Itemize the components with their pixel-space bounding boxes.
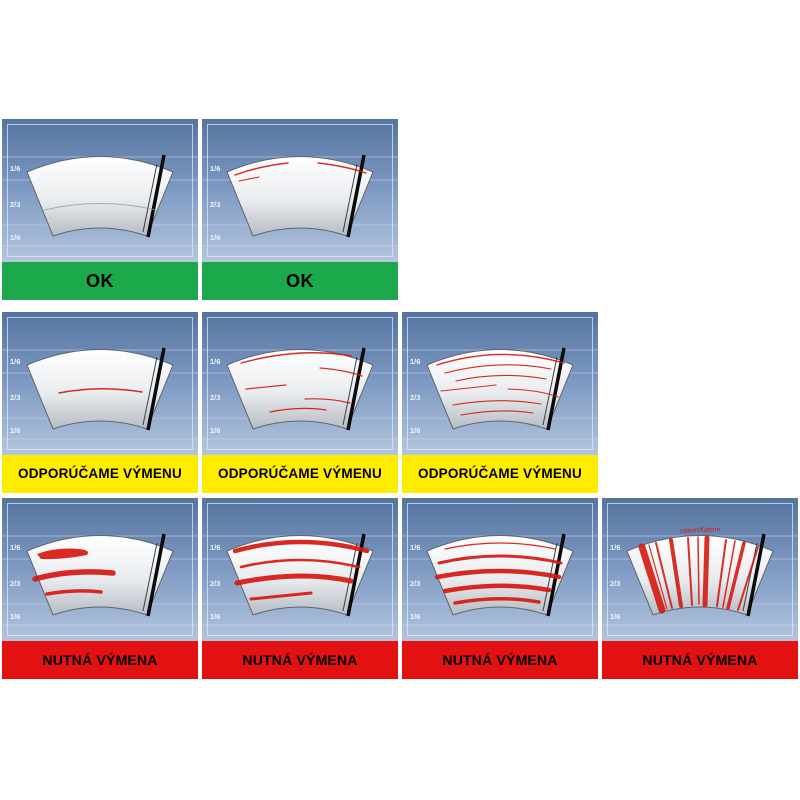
scale-labels: 1/6 2/3 1/6: [10, 357, 20, 435]
wiper-condition-panel: 1/6 2/3 1/6 OK: [2, 119, 198, 300]
wiper-condition-panel: 1/6 2/3 1/6: [402, 498, 598, 679]
wiper-diagram: 1/6 2/3 1/6: [2, 119, 198, 262]
streak-marks: [43, 203, 157, 211]
inset-frame: [7, 503, 193, 636]
wiper-condition-panel: 1/6 2/3 1/6: [202, 312, 398, 493]
scale-label: 2/3: [10, 393, 20, 402]
wiper-diagram: 1/6 2/3 1/6: [202, 312, 398, 455]
scale-label: 1/6: [210, 612, 220, 621]
windshield-arc: [226, 156, 374, 237]
scale-label: 1/6: [10, 426, 20, 435]
scale-label: 2/3: [410, 393, 420, 402]
status-label: NUTNÁ VÝMENA: [202, 641, 398, 679]
wiper-condition-panel: 1/6 2/3 1/6: [202, 498, 398, 679]
wiper-diagram: 1/6 2/3 1/6: [202, 119, 398, 262]
row-recommend-replacement: 1/6 2/3 1/6 ODPORÚČAME VÝMENU: [2, 312, 800, 493]
inset-frame: [7, 317, 193, 450]
scale-label: 1/6: [410, 612, 420, 621]
scale-label: 1/6: [210, 426, 220, 435]
scale-labels: 1/6 2/3 1/6: [210, 357, 220, 435]
row-ok: 1/6 2/3 1/6 OK: [2, 119, 800, 300]
scale-label: 1/6: [610, 543, 620, 552]
wiper-diagram: 1/6 2/3 1/6: [2, 312, 198, 455]
wiper-condition-panel: 1/6 2/3 1/6 OK: [202, 119, 398, 300]
scale-labels: 1/6 2/3 1/6: [410, 543, 420, 621]
scale-labels: 1/6 2/3 1/6: [210, 543, 220, 621]
streak-marks: [434, 542, 563, 605]
scale-label: 1/6: [210, 233, 220, 242]
wiper-diagram: 1/6 2/3 1/6: [602, 498, 798, 641]
annotation-text: rattern/flattern: [680, 526, 721, 534]
status-label: OK: [2, 262, 198, 300]
wiper-blade-icon: [342, 347, 366, 431]
wiper-blade-icon: [342, 154, 366, 238]
inset-frame: [207, 503, 393, 636]
wiper-diagram: 1/6 2/3 1/6: [402, 312, 598, 455]
scale-label: 1/6: [10, 357, 20, 366]
streak-marks: [234, 162, 367, 182]
scale-label: 2/3: [10, 579, 20, 588]
status-label: NUTNÁ VÝMENA: [402, 641, 598, 679]
scale-label: 1/6: [410, 426, 420, 435]
streak-marks: [32, 548, 116, 596]
scale-label: 2/3: [10, 200, 20, 209]
scale-labels: 1/6 2/3 1/6: [610, 543, 620, 621]
wiper-blade-icon: [142, 533, 166, 617]
streak-marks: [240, 352, 363, 413]
scale-label: 1/6: [210, 543, 220, 552]
inset-frame: [607, 503, 793, 636]
scale-label: 1/6: [210, 357, 220, 366]
scale-label: 1/6: [10, 164, 20, 173]
inset-frame: [7, 124, 193, 257]
status-label: ODPORÚČAME VÝMENU: [402, 455, 598, 493]
streak-marks: [436, 353, 565, 416]
scale-labels: 1/6 2/3 1/6: [10, 164, 20, 242]
scale-label: 1/6: [210, 164, 220, 173]
scale-label: 2/3: [210, 200, 220, 209]
status-label: ODPORÚČAME VÝMENU: [202, 455, 398, 493]
scale-label: 2/3: [210, 393, 220, 402]
inset-frame: [207, 317, 393, 450]
row-replacement-required: 1/6 2/3 1/6 NUTNÁ VÝMEN: [2, 498, 800, 679]
wiper-diagram: 1/6 2/3 1/6: [202, 498, 398, 641]
status-label: OK: [202, 262, 398, 300]
scale-labels: 1/6 2/3 1/6: [210, 164, 220, 242]
wiper-blade-icon: [142, 154, 166, 238]
wiper-blade-icon: [142, 347, 166, 431]
windshield-arc: [26, 156, 174, 237]
scale-label: 2/3: [610, 579, 620, 588]
inset-frame: [407, 503, 593, 636]
streak-marks: [232, 539, 370, 601]
scale-label: 2/3: [410, 579, 420, 588]
wiper-condition-panel: 1/6 2/3 1/6: [402, 312, 598, 493]
scale-label: 1/6: [10, 233, 20, 242]
wiper-condition-panel: 1/6 2/3 1/6 NUTNÁ VÝMEN: [2, 498, 198, 679]
wiper-diagram: 1/6 2/3 1/6: [402, 498, 598, 641]
streak-marks: [638, 535, 759, 614]
inset-frame: [207, 124, 393, 257]
scale-labels: 1/6 2/3 1/6: [410, 357, 420, 435]
status-label: ODPORÚČAME VÝMENU: [2, 455, 198, 493]
wiper-diagram: 1/6 2/3 1/6: [2, 498, 198, 641]
streak-marks: [58, 388, 143, 394]
windshield-arc: [426, 535, 574, 616]
scale-label: 1/6: [10, 612, 20, 621]
scale-label: 1/6: [610, 612, 620, 621]
scale-label: 1/6: [10, 543, 20, 552]
scale-label: 1/6: [410, 543, 420, 552]
status-label: NUTNÁ VÝMENA: [602, 641, 798, 679]
scale-labels: 1/6 2/3 1/6: [10, 543, 20, 621]
wiper-condition-panel: 1/6 2/3 1/6: [602, 498, 798, 679]
scale-label: 2/3: [210, 579, 220, 588]
inset-frame: [407, 317, 593, 450]
status-label: NUTNÁ VÝMENA: [2, 641, 198, 679]
wiper-condition-panel: 1/6 2/3 1/6 ODPORÚČAME VÝMENU: [2, 312, 198, 493]
scale-label: 1/6: [410, 357, 420, 366]
